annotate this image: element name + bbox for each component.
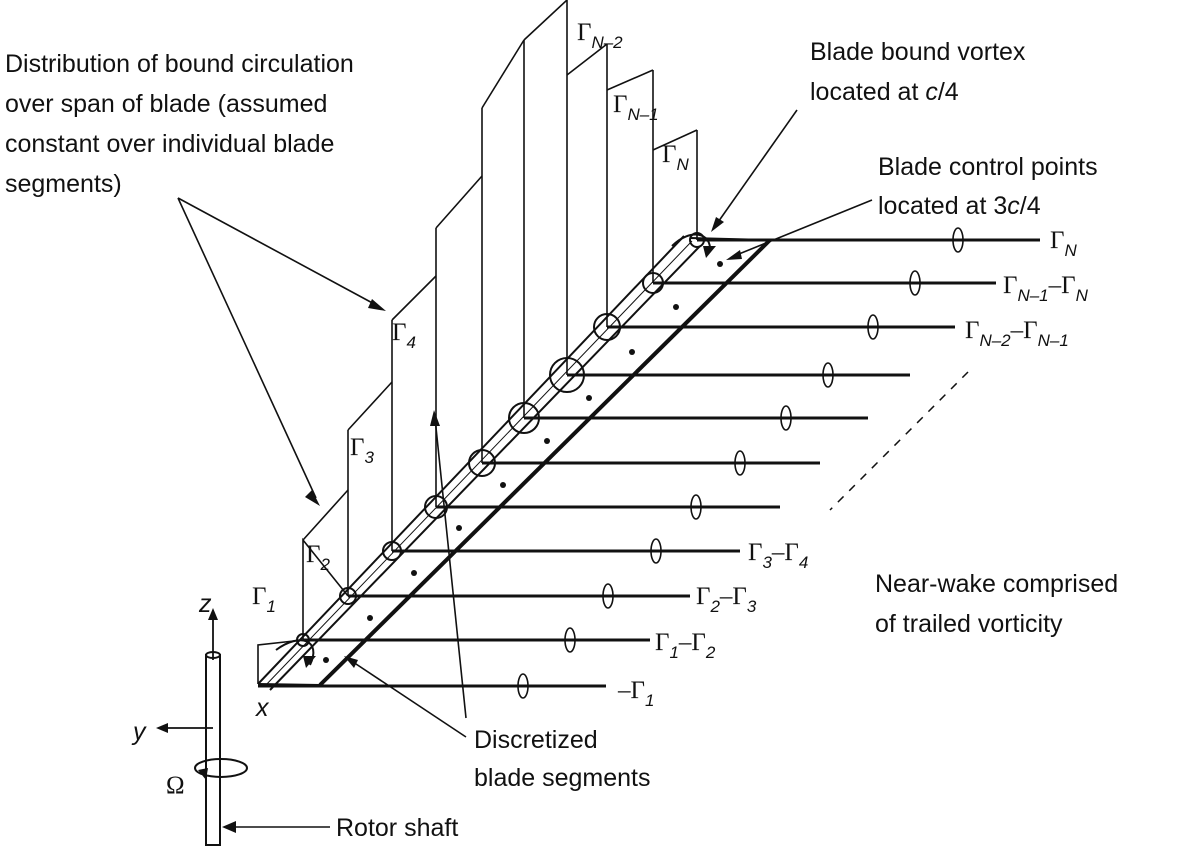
axis-arrows: [156, 608, 218, 733]
circulation-line-2: over span of blade (assumed: [5, 90, 327, 118]
circulation-line-1: Distribution of bound circulation: [5, 50, 354, 78]
trailed-label-3: Γ2–Γ3: [696, 583, 757, 616]
gamma-n-minus-2-label: ΓN–2: [577, 19, 623, 52]
trailed-label-4: Γ3–Γ4: [748, 539, 808, 572]
control-points-line-2: located at 3c/4: [878, 192, 1041, 220]
z-axis-label: z: [198, 590, 212, 618]
circulation-line-4: segments): [5, 170, 122, 198]
trailed-label-2: Γ1–Γ2: [655, 629, 716, 662]
gamma-n-minus-1-label: ΓN–1: [613, 91, 659, 124]
gamma-1-label: Γ1: [252, 583, 276, 616]
bound-vortex-line-2: located at c/4: [810, 78, 959, 106]
gamma-4-label: Γ4: [392, 319, 416, 352]
annotation-near-wake: Near-wake comprised of trailed vorticity: [875, 570, 1118, 638]
annotation-discretized: Discretized blade segments: [474, 726, 651, 792]
annotation-circulation: Distribution of bound circulation over s…: [5, 50, 354, 198]
trailed-vortices: [258, 227, 1040, 699]
omega-symbol: Ω: [166, 772, 185, 799]
x-axis-label: x: [255, 694, 270, 722]
discretized-line-2: blade segments: [474, 764, 651, 792]
annotation-bound-vortex: Blade bound vortex located at c/4: [810, 38, 1026, 106]
rotor-shaft-label: Rotor shaft: [336, 814, 458, 842]
bound-vortex-line-1: Blade bound vortex: [810, 38, 1026, 66]
leader-arrows: [177, 109, 873, 833]
near-wake-line-1: Near-wake comprised: [875, 570, 1118, 598]
control-points: [323, 261, 723, 663]
segment-labels: Γ1 Γ2 Γ3 Γ4 ΓN–2 ΓN–1 ΓN: [252, 19, 689, 616]
gamma-2-label: Γ2: [306, 541, 330, 574]
trailed-labels: –Γ1 Γ1–Γ2 Γ2–Γ3 Γ3–Γ4 ΓN–2–ΓN–1 ΓN–1–ΓN …: [617, 227, 1089, 710]
y-axis-label: y: [131, 718, 147, 746]
gamma-3-label: Γ3: [350, 434, 374, 467]
trailed-label-1: –Γ1: [617, 677, 654, 710]
discretized-line-1: Discretized: [474, 726, 598, 754]
annotation-control-points: Blade control points located at 3c/4: [878, 153, 1098, 220]
gamma-n-label: ΓN: [662, 141, 689, 174]
circulation-distribution: [257, 0, 698, 684]
trailed-label-n: ΓN: [1050, 227, 1077, 260]
control-points-line-1: Blade control points: [878, 153, 1098, 181]
circulation-line-3: constant over individual blade: [5, 130, 334, 158]
rotor-shaft: [194, 651, 248, 846]
trailed-label-n-minus-1: ΓN–1–ΓN: [1003, 272, 1089, 305]
trailed-label-n-minus-2: ΓN–2–ΓN–1: [965, 317, 1069, 350]
near-wake-line-2: of trailed vorticity: [875, 610, 1063, 638]
